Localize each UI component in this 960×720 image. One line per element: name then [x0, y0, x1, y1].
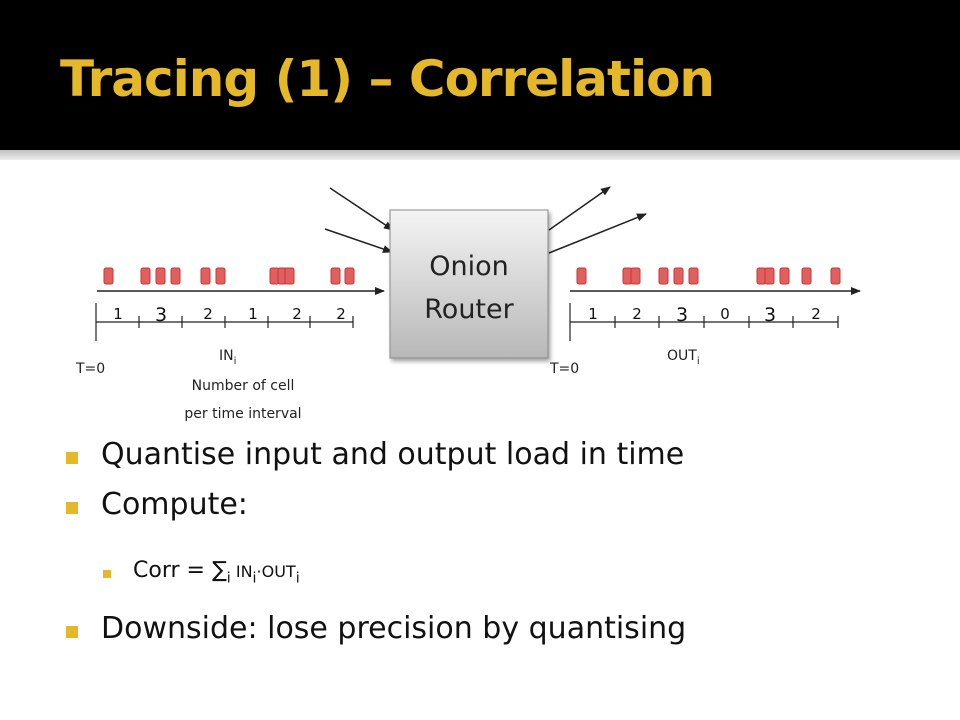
output-count-5: 3 — [764, 304, 776, 326]
output-interval-axis — [569, 303, 839, 341]
input-start-label: T=0 — [75, 361, 105, 377]
output-count-3: 3 — [676, 304, 688, 326]
bullet-4: Downside: lose precision by quantising — [101, 611, 687, 646]
sub-bullet-marker — [103, 570, 111, 578]
output-count-6: 2 — [811, 305, 821, 323]
output-series-label: OUTi — [667, 348, 700, 367]
formula-sub: i — [252, 570, 257, 587]
cell — [215, 267, 226, 285]
cell — [140, 267, 151, 285]
in-arrow-top — [329, 187, 394, 231]
cell — [576, 267, 587, 285]
input-count-4: 1 — [248, 305, 258, 323]
bullet-marker — [66, 626, 78, 638]
formula-sub: i — [295, 570, 300, 587]
router-label-line2: Router — [424, 294, 514, 325]
cell — [658, 267, 669, 285]
cell — [801, 267, 812, 285]
cell — [830, 267, 841, 285]
output-count-2: 2 — [632, 305, 642, 323]
input-caption-line2: per time interval — [184, 406, 301, 422]
formula-out: ·OUT — [256, 562, 296, 581]
input-series-label: INi — [219, 348, 236, 367]
out-arrow-top — [548, 186, 611, 231]
bullet-1: Quantise input and output load in time — [101, 437, 685, 472]
input-count-1: 1 — [113, 305, 123, 323]
bullet-2: Compute: — [101, 487, 248, 522]
input-caption-line1: Number of cell — [192, 378, 295, 394]
cell — [200, 267, 211, 285]
router-label-line1: Onion — [429, 251, 509, 282]
output-count-1: 1 — [588, 305, 598, 323]
cell — [344, 267, 355, 285]
bullet-marker — [66, 452, 78, 464]
in-arrow-mid — [324, 228, 393, 253]
input-count-2: 3 — [155, 304, 167, 326]
output-start-label: T=0 — [549, 361, 579, 377]
output-count-4: 0 — [720, 305, 730, 323]
bullet-3-formula: Corr = ∑i INi·OUTi — [133, 558, 300, 586]
cell — [688, 267, 699, 285]
onion-router-box — [389, 209, 549, 359]
cell — [103, 267, 114, 285]
formula-prefix: Corr = ∑ — [133, 558, 227, 583]
cell — [673, 267, 684, 285]
input-count-6: 2 — [336, 305, 346, 323]
title-bar: Tracing (1) – Correlation — [0, 0, 960, 150]
input-count-5: 2 — [292, 305, 302, 323]
cell — [155, 267, 166, 285]
input-count-3: 2 — [203, 305, 213, 323]
divider-rule — [0, 150, 960, 160]
input-interval-axis — [95, 303, 354, 341]
out-arrow-mid — [548, 213, 647, 254]
cell — [330, 267, 341, 285]
cell — [630, 267, 641, 285]
cell — [170, 267, 181, 285]
output-cells — [576, 267, 841, 285]
cell — [764, 267, 775, 285]
formula-in: IN — [230, 562, 253, 581]
slide-title: Tracing (1) – Correlation — [60, 50, 715, 108]
cell — [779, 267, 790, 285]
input-cells — [103, 267, 355, 285]
bullet-marker — [66, 502, 78, 514]
formula-sub: i — [226, 570, 231, 587]
cell — [284, 267, 295, 285]
